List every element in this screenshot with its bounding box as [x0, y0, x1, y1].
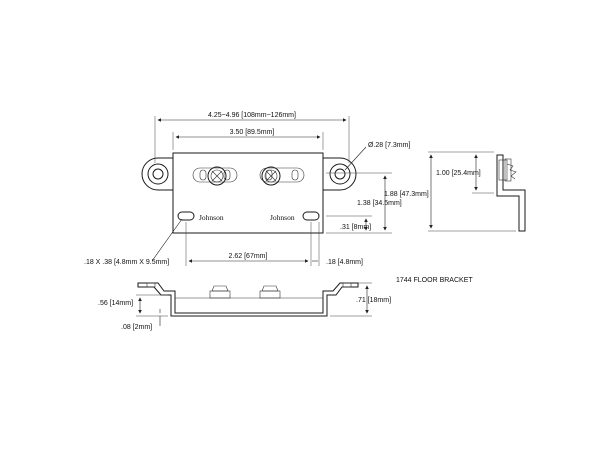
drawing-title: 1744 FLOOR BRACKET: [396, 277, 473, 284]
top-view: Johnson Johnson 4.25~4.96 [108mm~126mm] …: [84, 112, 410, 266]
dim-slot-width: .18 [4.8mm]: [326, 259, 363, 266]
dim-slot-offset: .31 [8mm]: [340, 224, 371, 231]
side-view: 1.00 [25.4mm] 1.88 [47.3mm] 1744 FLOOR B…: [384, 151, 526, 284]
side-profile: [496, 154, 526, 232]
left-adjuster-screw: [207, 166, 227, 186]
bracket-plate: [172, 152, 324, 234]
dim-slot-spacing: 2.62 [67mm]: [229, 253, 268, 260]
left-mount-ear: [141, 157, 173, 191]
right-mount-hole: [334, 168, 346, 180]
dim-body-height: 1.38 [34.5mm]: [357, 200, 402, 207]
dim-side-upper: 1.00 [25.4mm]: [436, 170, 481, 177]
brand-left: Johnson: [199, 213, 224, 222]
dim-front-base: .56 [14mm]: [98, 300, 133, 307]
left-mount-hole: [152, 168, 164, 180]
dim-hole-diameter: Ø.28 [7.3mm]: [368, 142, 410, 149]
front-view: .56 [14mm] .08 [2mm] .71 [18mm]: [98, 282, 391, 331]
dim-hole-spacing: 3.50 [89.5mm]: [230, 129, 275, 136]
dim-overall-length: 4.25~4.96 [108mm~126mm]: [208, 112, 296, 119]
right-slot: [302, 211, 320, 221]
dim-front-thickness: .08 [2mm]: [121, 324, 152, 331]
front-profile: [137, 282, 359, 317]
right-adjuster-screw: [261, 166, 281, 186]
dim-side-total: 1.88 [47.3mm]: [384, 191, 429, 198]
brand-right: Johnson: [270, 213, 295, 222]
right-mount-ear: [323, 157, 357, 191]
dim-slot-size: .18 X .38 [4.8mm X 9.5mm]: [84, 259, 169, 266]
left-slot: [177, 211, 195, 221]
dim-front-height: .71 [18mm]: [356, 297, 391, 304]
